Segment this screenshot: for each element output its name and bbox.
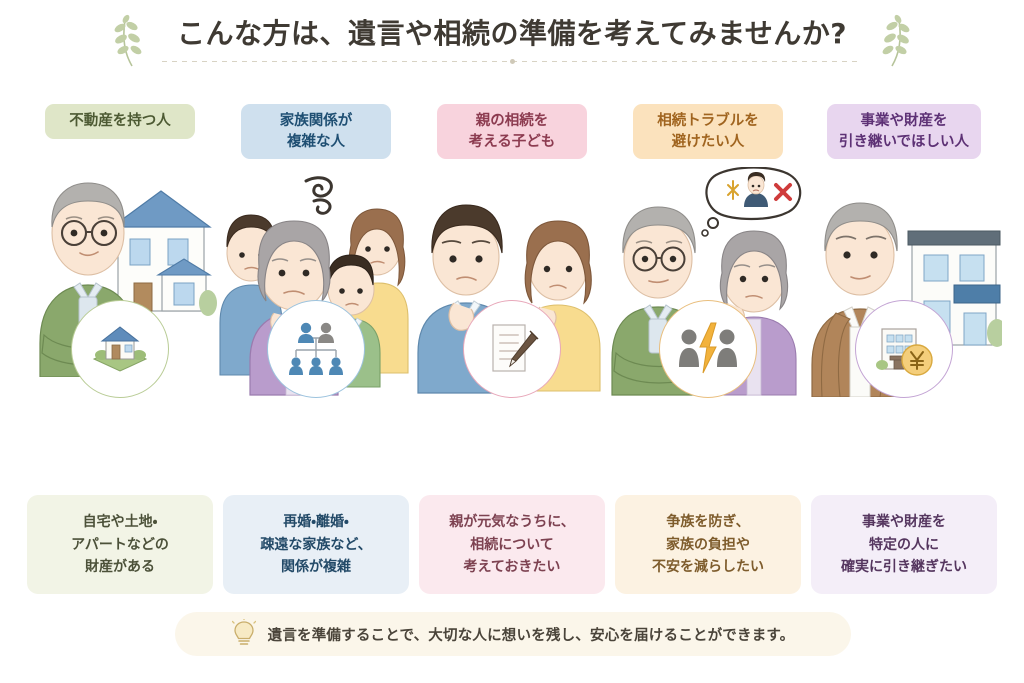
document-pen-icon [492,324,539,372]
footer-text: 遺言を準備することで、大切な人に想いを残し、安心を届けることができます。 [267,627,795,644]
title-bar: こんな方は、遺言や相続の準備を考えてみませんか? [0,14,1024,68]
caption-avoid-trouble: 争族を防ぎ、家族の負担や不安を減らしたい [615,494,801,594]
page-title: こんな方は、遺言や相続の準備を考えてみませんか? [176,16,847,50]
badge-child-of-parent: 親の相続を考える子ども [437,104,587,160]
caption-business-succession: 事業や財産を特定の人に確実に引き継ぎたい [811,494,997,594]
icon-circle-family-tree [267,300,365,398]
icon-circle-document-pen [463,300,561,398]
leaf-sprig-icon [882,14,910,67]
icon-circle-house [71,300,169,398]
house-icon [92,326,148,372]
icon-circle-building-yen [855,300,953,398]
persona-column-real-estate: 不動産を持つ人 [22,104,218,594]
badge-real-estate: 不動産を持つ人 [45,104,195,139]
lightbulb-icon [231,619,256,645]
persona-column-business-succession: 事業や財産を引き継いでほしい人 [806,104,1002,594]
caption-complex-family: 再婚・離婚・疎遠な家族など、関係が複雑 [223,494,409,594]
title-divider [162,59,862,65]
persona-columns: 不動産を持つ人 [22,104,1002,594]
persona-column-avoid-trouble: 相続トラブルを避けたい人 [610,104,806,594]
illustration-elderly-man-with-house [22,147,218,447]
building-yen-icon [876,328,933,376]
footer-banner: 遺言を準備することで、大切な人に想いを残し、安心を届けることができます。 [175,612,851,656]
caption-child-of-parent: 親が元気なうちに、相続について考えておきたい [419,494,605,594]
leaf-sprig-icon [114,14,142,67]
badge-complex-family: 家族関係が複雑な人 [241,104,391,160]
badge-avoid-trouble: 相続トラブルを避けたい人 [633,104,783,160]
caption-real-estate: 自宅や土地・アパートなどの財産がある [27,494,213,594]
persona-column-complex-family: 家族関係が複雑な人 [218,104,414,594]
icon-circle-conflict-people [659,300,757,398]
illustration-elderly-man-with-office-building [806,167,1002,467]
family-tree-icon [289,322,343,375]
conflict-people-icon [679,322,737,374]
persona-column-child-of-parent: 親の相続を考える子ども [414,104,610,594]
badge-business-succession: 事業や財産を引き継いでほしい人 [826,104,982,160]
